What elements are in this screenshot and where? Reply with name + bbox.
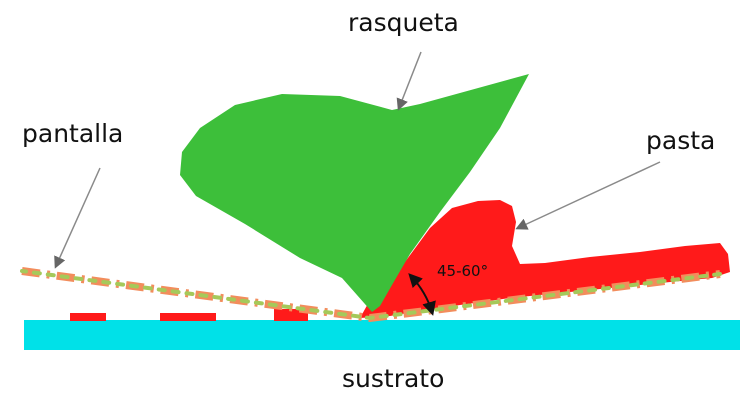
paste-pad [70,313,106,321]
substrate-label: sustrato [342,364,444,393]
squeegee-label: rasqueta [348,8,459,37]
screen-label: pantalla [22,119,123,148]
angle-label: 45-60° [437,262,488,280]
screen-leader [56,168,100,266]
paste-leader [518,162,660,228]
substrate [24,320,740,350]
paste-label: pasta [646,126,715,155]
squeegee-leader [399,52,421,108]
paste-pad [160,313,216,321]
